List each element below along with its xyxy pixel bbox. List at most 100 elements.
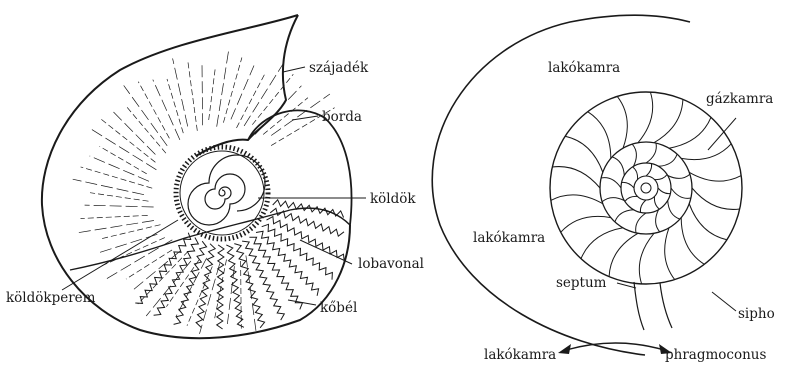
septum-line — [636, 213, 646, 233]
septum-line — [646, 143, 656, 163]
septum-line — [671, 188, 691, 198]
phragmocone-inner-ring — [621, 163, 671, 213]
rib-stroke — [215, 259, 227, 318]
septum-line — [655, 175, 668, 180]
label-gas-chamber: gázkamra — [706, 91, 773, 107]
septum-line — [639, 233, 654, 284]
septum-line — [609, 233, 638, 276]
rib-stroke — [166, 260, 199, 307]
suture-squiggle — [217, 245, 224, 329]
septum-line — [646, 164, 652, 176]
septum-line — [692, 188, 740, 209]
label-rib: borda — [322, 109, 362, 125]
suture-squiggle — [242, 241, 284, 320]
leader-siphuncle — [712, 292, 736, 311]
septum-line — [689, 172, 741, 181]
rib-lines — [73, 51, 335, 334]
suture-squiggle — [174, 241, 207, 324]
septum-line — [668, 174, 690, 178]
septum-line — [632, 144, 636, 166]
rib-stroke — [85, 205, 154, 207]
suture-squiggle — [234, 244, 264, 328]
inner-whorl-edge — [248, 110, 352, 225]
label-arrow-left: lakókamra — [484, 347, 556, 363]
rib-stroke — [231, 66, 254, 120]
rib-stroke — [89, 128, 157, 170]
septum-line — [668, 201, 680, 220]
septum-line — [654, 99, 683, 142]
rib-stroke — [81, 167, 153, 188]
label-umbilical-margin: köldökperem — [6, 290, 96, 306]
septum-line — [561, 216, 611, 232]
septum-line — [622, 182, 634, 188]
rib-stroke — [73, 179, 144, 195]
septum-line — [659, 154, 678, 166]
rib-stroke — [246, 256, 256, 332]
rib-stroke — [209, 68, 216, 120]
septum-line — [612, 157, 624, 176]
rib-stroke — [188, 60, 198, 131]
septa-lines — [551, 92, 741, 284]
septum-line — [615, 210, 634, 222]
label-suture-line: lobavonal — [358, 256, 424, 272]
septum-line — [640, 200, 646, 212]
label-internal-mold: kőbél — [320, 300, 357, 316]
septum-line — [669, 117, 711, 148]
suture-squiggle — [135, 233, 190, 304]
rib-stroke — [99, 225, 160, 240]
suture-squiggle — [154, 238, 199, 316]
suture-pattern — [135, 200, 344, 329]
siphuncle-tube — [634, 282, 672, 330]
suture-squiggle — [262, 224, 333, 279]
septum-line — [656, 210, 660, 232]
shell-break-edge — [70, 208, 350, 270]
arrowhead-left — [558, 344, 571, 354]
rib-stroke — [100, 146, 147, 174]
rib-stroke — [126, 107, 165, 154]
rib-stroke — [78, 221, 154, 233]
septum-line — [602, 198, 624, 202]
label-umbilicus: köldök — [370, 191, 416, 207]
label-arrow-right: phragmoconus — [665, 347, 766, 363]
septum-line — [601, 178, 621, 188]
septum-line — [689, 204, 727, 240]
septum-line — [681, 144, 731, 160]
rib-stroke — [138, 251, 188, 304]
septum-line — [638, 92, 653, 143]
label-aperture: szájadék — [309, 60, 369, 76]
rib-stroke — [244, 63, 284, 126]
suture-squiggle — [226, 245, 244, 327]
septum-line — [565, 136, 603, 172]
label-body-chamber-left: lakókamra — [473, 230, 545, 246]
rib-stroke — [202, 63, 203, 125]
double-arrow — [566, 343, 664, 350]
septum-line — [665, 228, 675, 280]
leader-umbilical-margin — [62, 220, 178, 290]
septum-line — [658, 188, 670, 194]
label-body-chamber-top: lakókamra — [548, 60, 620, 76]
rib-stroke — [81, 215, 148, 218]
phragmocone-middle-ring — [600, 142, 692, 234]
rib-stroke — [114, 112, 156, 155]
septum-line — [581, 228, 623, 259]
septum-line — [625, 196, 638, 201]
septum-line — [552, 167, 600, 188]
label-siphuncle: sipho — [738, 306, 775, 322]
rib-stroke — [167, 79, 183, 133]
septum-line — [617, 96, 627, 148]
phragmocone-outer-ring — [550, 92, 742, 284]
rib-stroke — [138, 82, 169, 139]
rib-stroke — [217, 51, 229, 127]
rib-stroke — [173, 58, 188, 126]
septum-line — [654, 197, 659, 210]
leader-aperture — [283, 67, 305, 72]
rib-stroke — [200, 263, 220, 334]
leader-rib — [292, 116, 318, 120]
rib-stroke — [237, 74, 265, 128]
septum-line — [551, 195, 603, 204]
septum-line — [633, 167, 638, 180]
label-septum: septum — [556, 275, 607, 291]
rib-stroke — [223, 58, 242, 123]
